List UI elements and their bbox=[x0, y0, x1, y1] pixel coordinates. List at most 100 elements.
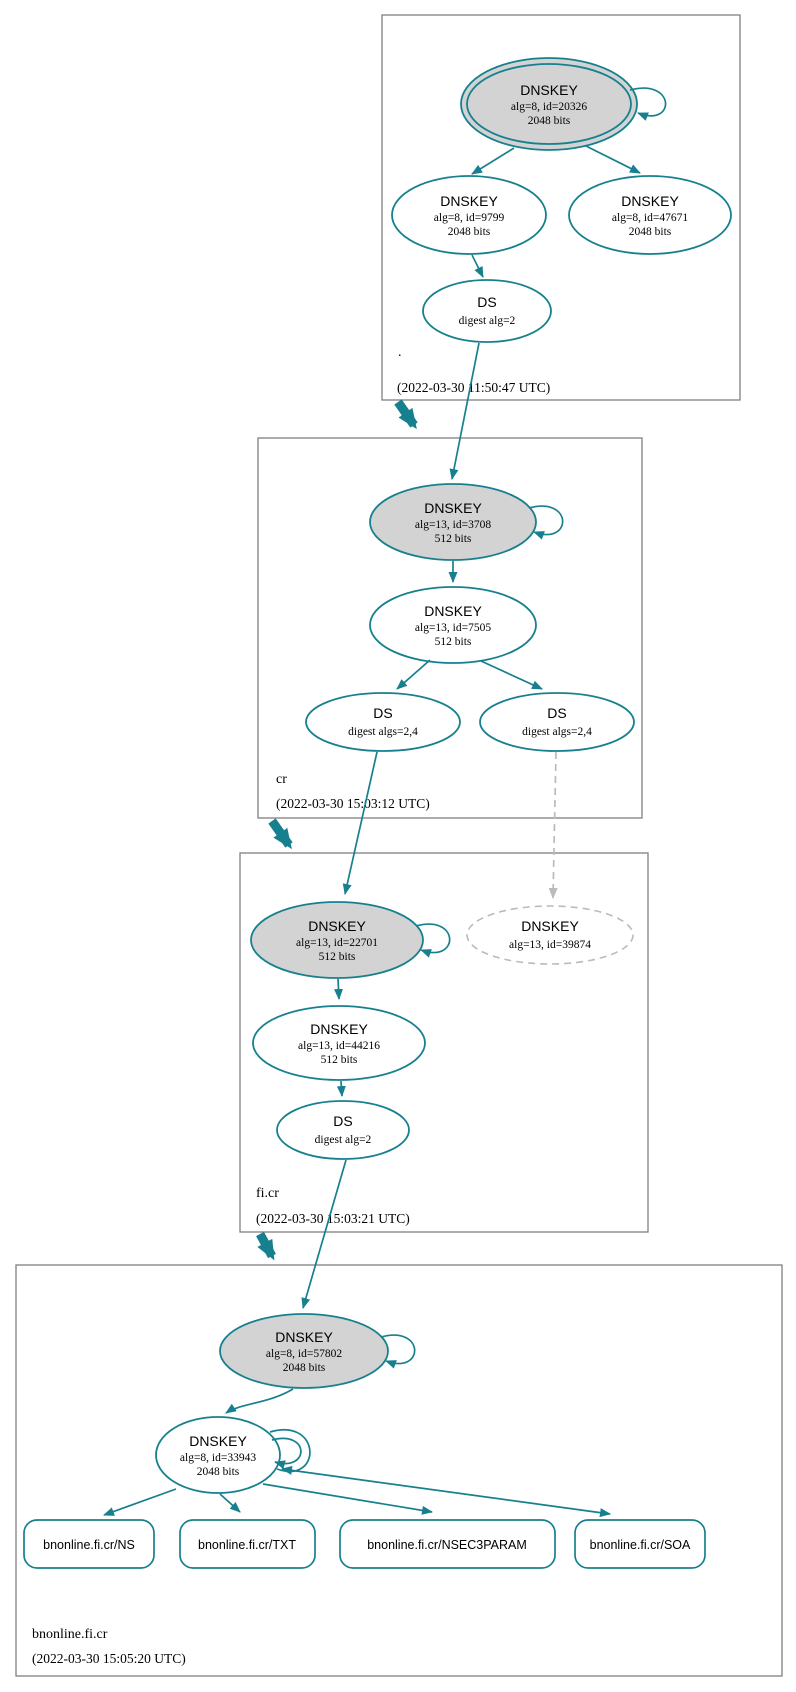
edge-44216-to-ds bbox=[336, 1080, 346, 1097]
node-ds-cr-left-label: DS digest algs=2,4 bbox=[348, 705, 418, 738]
node-detail-bits: 512 bits bbox=[319, 951, 356, 963]
zone-bnonline-label: bnonline.fi.cr bbox=[32, 1627, 108, 1642]
zone-root-label: . bbox=[398, 345, 402, 360]
node-dnskey-7505 bbox=[369, 586, 537, 664]
edge-33943-to-soa bbox=[281, 1465, 611, 1518]
node-detail-alg: alg=13, id=39874 bbox=[509, 939, 591, 951]
node-dnskey-39874-missing bbox=[466, 905, 634, 965]
node-dnskey-7505-label: DNSKEY alg=13, id=7505 512 bits bbox=[415, 603, 491, 648]
edge-selfsign-57802 bbox=[380, 1334, 416, 1369]
node-detail-digest: digest algs=2,4 bbox=[522, 726, 592, 738]
node-dnskey-22701-label: DNSKEY alg=13, id=22701 512 bits bbox=[296, 918, 378, 963]
node-ds-root bbox=[422, 279, 552, 343]
edge-7505-to-dsright bbox=[480, 660, 543, 690]
node-title: DS bbox=[373, 705, 392, 721]
node-dnskey-22701 bbox=[250, 901, 424, 979]
node-dnskey-57802-label: DNSKEY alg=8, id=57802 2048 bits bbox=[266, 1329, 342, 1374]
edge-selfsign-3708 bbox=[528, 505, 564, 540]
zone-root-box bbox=[381, 14, 741, 401]
node-dnskey-20326 bbox=[460, 57, 638, 151]
edge-selfsign-33943-a bbox=[271, 1437, 302, 1470]
edge-delegation-root-to-cr bbox=[394, 399, 418, 430]
node-dnskey-33943 bbox=[155, 1416, 281, 1494]
node-detail-bits: 512 bits bbox=[435, 636, 472, 648]
edge-9799-to-ds bbox=[471, 254, 484, 278]
rrset-txt bbox=[179, 1519, 316, 1569]
zone-bnonline-timestamp: (2022-03-30 15:05:20 UTC) bbox=[32, 1651, 186, 1666]
node-title: DNSKEY bbox=[424, 603, 482, 619]
node-dnskey-47671-label: DNSKEY alg=8, id=47671 2048 bits bbox=[612, 193, 688, 238]
edge-selfsign-22701 bbox=[415, 923, 451, 958]
node-ds-cr-right bbox=[479, 692, 635, 752]
zone-ficr-timestamp: (2022-03-30 15:03:21 UTC) bbox=[256, 1211, 410, 1226]
zone-cr-box bbox=[257, 437, 643, 819]
node-dnskey-44216 bbox=[252, 1005, 426, 1081]
edge-33943-to-ns bbox=[103, 1488, 177, 1516]
zone-cr-timestamp: (2022-03-30 15:03:12 UTC) bbox=[276, 796, 430, 811]
edge-33943-to-txt bbox=[219, 1493, 241, 1513]
edge-delegation-ficr-to-bnonline bbox=[256, 1231, 276, 1261]
node-detail-bits: 2048 bits bbox=[629, 226, 672, 238]
node-title: DNSKEY bbox=[521, 918, 579, 934]
zone-cr-label: cr bbox=[276, 772, 287, 787]
edge-22701-to-44216 bbox=[334, 978, 343, 1000]
node-detail-alg: alg=8, id=47671 bbox=[612, 212, 688, 224]
rrset-nsec3param-label: bnonline.fi.cr/NSEC3PARAM bbox=[367, 1538, 527, 1552]
node-ds-ficr bbox=[276, 1100, 410, 1160]
node-dnskey-20326-inner-ring bbox=[466, 63, 632, 145]
node-title: DNSKEY bbox=[424, 500, 482, 516]
edge-33943-to-nsec3param bbox=[262, 1483, 433, 1515]
node-detail-alg: alg=13, id=22701 bbox=[296, 937, 378, 949]
node-detail-alg: alg=8, id=33943 bbox=[180, 1452, 256, 1464]
node-ds-root-label: DS digest alg=2 bbox=[459, 294, 516, 327]
node-detail-alg: alg=13, id=7505 bbox=[415, 622, 491, 634]
node-dnskey-3708 bbox=[369, 483, 537, 561]
node-detail-bits: 2048 bits bbox=[448, 226, 491, 238]
edge-rootds-to-3708 bbox=[449, 342, 480, 480]
node-title: DNSKEY bbox=[308, 918, 366, 934]
edge-7505-to-dsleft bbox=[396, 659, 431, 690]
edge-20326-to-47671 bbox=[585, 145, 641, 174]
zone-root-timestamp: (2022-03-30 11:50:47 UTC) bbox=[397, 380, 550, 395]
zone-ficr-label: fi.cr bbox=[256, 1186, 279, 1201]
rrset-ns-label: bnonline.fi.cr/NS bbox=[43, 1538, 135, 1552]
edge-crds-to-22701 bbox=[342, 751, 378, 895]
node-detail-alg: alg=13, id=44216 bbox=[298, 1040, 380, 1052]
zone-ficr-box bbox=[239, 852, 649, 1233]
node-detail-alg: alg=8, id=20326 bbox=[511, 101, 587, 113]
rrset-soa-label: bnonline.fi.cr/SOA bbox=[590, 1538, 691, 1552]
node-title: DNSKEY bbox=[621, 193, 679, 209]
node-detail-alg: alg=8, id=9799 bbox=[434, 212, 505, 224]
edge-delegation-cr-to-ficr bbox=[268, 818, 293, 850]
node-title: DNSKEY bbox=[275, 1329, 333, 1345]
node-detail-digest: digest alg=2 bbox=[315, 1134, 372, 1146]
node-dnskey-20326-label: DNSKEY alg=8, id=20326 2048 bits bbox=[511, 82, 587, 127]
node-title: DNSKEY bbox=[189, 1433, 247, 1449]
rrset-txt-label: bnonline.fi.cr/TXT bbox=[198, 1538, 296, 1552]
rrset-soa bbox=[574, 1519, 706, 1569]
node-detail-alg: alg=8, id=57802 bbox=[266, 1348, 342, 1360]
rrset-nsec3param bbox=[339, 1519, 556, 1569]
node-title: DS bbox=[477, 294, 496, 310]
rrset-ns bbox=[23, 1519, 155, 1569]
node-title: DNSKEY bbox=[440, 193, 498, 209]
node-detail-bits: 2048 bits bbox=[528, 115, 571, 127]
node-title: DS bbox=[333, 1113, 352, 1129]
node-dnskey-47671 bbox=[568, 175, 732, 255]
node-ds-cr-left bbox=[305, 692, 461, 752]
node-detail-alg: alg=13, id=3708 bbox=[415, 519, 491, 531]
node-detail-digest: digest algs=2,4 bbox=[348, 726, 418, 738]
edge-57802-to-33943 bbox=[225, 1388, 294, 1414]
node-title: DS bbox=[547, 705, 566, 721]
edge-crds-to-39874-dashed bbox=[548, 751, 558, 899]
node-dnskey-3708-label: DNSKEY alg=13, id=3708 512 bits bbox=[415, 500, 491, 545]
node-dnskey-44216-label: DNSKEY alg=13, id=44216 512 bits bbox=[298, 1021, 380, 1066]
node-title: DNSKEY bbox=[520, 82, 578, 98]
node-dnskey-33943-label: DNSKEY alg=8, id=33943 2048 bits bbox=[180, 1433, 256, 1478]
node-ds-cr-right-label: DS digest algs=2,4 bbox=[522, 705, 592, 738]
node-ds-ficr-label: DS digest alg=2 bbox=[315, 1113, 372, 1146]
node-dnskey-9799-label: DNSKEY alg=8, id=9799 2048 bits bbox=[434, 193, 505, 238]
node-dnskey-9799 bbox=[391, 175, 547, 255]
